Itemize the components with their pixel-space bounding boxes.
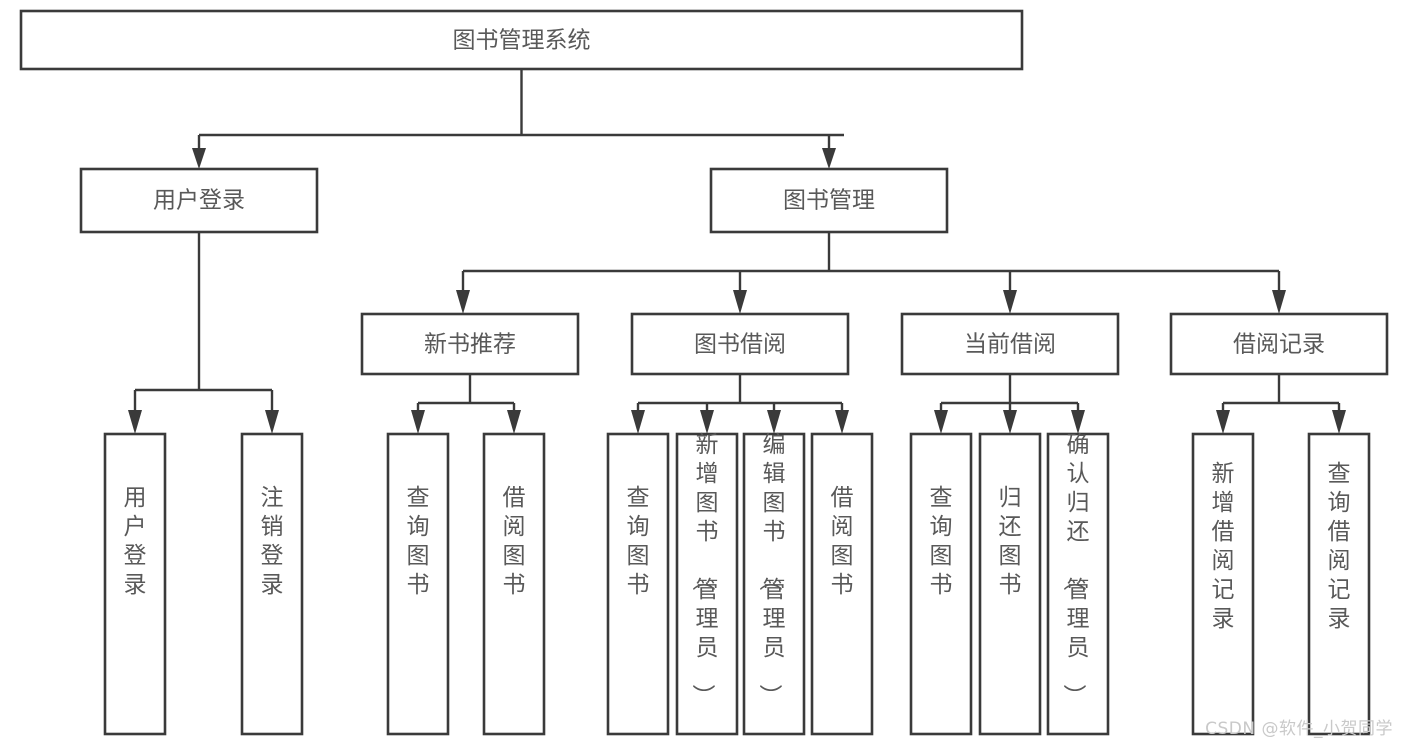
- leaf-current-borrow-confirm-label: 确认归还（管理员）: [1061, 432, 1090, 707]
- node-book-borrow-label: 图书借阅: [694, 332, 786, 358]
- node-user-login-box[interactable]: [79, 167, 319, 234]
- arrow-newbook-leaf-1: [411, 410, 425, 434]
- node-borrow-record-label: 借阅记录: [1233, 332, 1325, 358]
- arrow-userlogin-leaf-2: [265, 410, 279, 434]
- arrow-bookmgmt-to-current-borrow: [1003, 290, 1017, 314]
- node-borrow-record[interactable]: 借阅记录: [1169, 312, 1389, 376]
- leaf-current-borrow-return-label: 归还图书: [999, 485, 1022, 598]
- leaf-user-login-login[interactable]: 用户登录: [103, 432, 167, 736]
- leaf-book-borrow-edit-box[interactable]: [742, 432, 806, 736]
- leaf-new-book-borrow-box[interactable]: [482, 432, 546, 736]
- leaf-current-borrow-confirm-box[interactable]: [1046, 432, 1110, 736]
- arrow-root-to-user-login: [192, 148, 206, 169]
- node-book-borrow-box[interactable]: [630, 312, 850, 376]
- leaf-book-borrow-borrow-box[interactable]: [810, 432, 874, 736]
- leaf-borrow-record-add[interactable]: 新增借阅记录: [1191, 432, 1255, 736]
- node-new-book-recommend-label: 新书推荐: [424, 332, 516, 358]
- leaf-current-borrow-query[interactable]: 查询图书: [909, 432, 973, 736]
- node-root[interactable]: 图书管理系统: [19, 9, 1024, 71]
- node-new-book-recommend-box[interactable]: [360, 312, 580, 376]
- leaf-borrow-record-query[interactable]: 查询借阅记录: [1307, 432, 1371, 736]
- leaf-book-borrow-query-label: 查询图书: [627, 485, 650, 598]
- leaf-book-borrow-borrow[interactable]: 借阅图书: [810, 432, 874, 736]
- arrow-borrowrecord-leaf-2: [1332, 410, 1346, 434]
- node-current-borrow-box[interactable]: [900, 312, 1120, 376]
- node-book-management[interactable]: 图书管理: [709, 167, 949, 234]
- arrow-newbook-leaf-2: [507, 410, 521, 434]
- leaf-current-borrow-return[interactable]: 归还图书: [978, 432, 1042, 736]
- arrow-borrowrecord-leaf-1: [1216, 410, 1230, 434]
- leaf-book-borrow-borrow-label: 借阅图书: [831, 485, 854, 598]
- node-user-login[interactable]: 用户登录: [79, 167, 319, 234]
- node-borrow-record-box[interactable]: [1169, 312, 1389, 376]
- leaf-new-book-query[interactable]: 查询图书: [386, 432, 450, 736]
- node-root-label: 图书管理系统: [453, 28, 591, 54]
- leaf-book-borrow-edit-label: 编辑图书（管理员）: [757, 432, 786, 707]
- leaf-new-book-borrow[interactable]: 借阅图书: [482, 432, 546, 736]
- arrow-bookborrow-leaf-2: [700, 410, 714, 434]
- leaf-current-borrow-query-box[interactable]: [909, 432, 973, 736]
- leaf-book-borrow-add[interactable]: 新增图书（管理员）: [675, 432, 739, 736]
- node-current-borrow[interactable]: 当前借阅: [900, 312, 1120, 376]
- node-book-borrow[interactable]: 图书借阅: [630, 312, 850, 376]
- arrow-currentborrow-leaf-3: [1071, 410, 1085, 434]
- leaf-user-login-login-label: 用户登录: [124, 485, 147, 598]
- arrow-bookborrow-leaf-4: [835, 410, 849, 434]
- node-book-management-box[interactable]: [709, 167, 949, 234]
- leaf-borrow-record-query-label: 查询借阅记录: [1328, 461, 1351, 632]
- leaf-book-borrow-add-box[interactable]: [675, 432, 739, 736]
- leaf-borrow-record-add-box[interactable]: [1191, 432, 1255, 736]
- node-user-login-label: 用户登录: [153, 188, 245, 214]
- leaf-borrow-record-query-box[interactable]: [1307, 432, 1371, 736]
- arrow-bookmgmt-to-new-book: [456, 290, 470, 314]
- leaf-book-borrow-query[interactable]: 查询图书: [606, 432, 670, 736]
- leaf-borrow-record-add-label: 新增借阅记录: [1212, 461, 1235, 632]
- arrow-bookmgmt-to-book-borrow: [733, 290, 747, 314]
- arrow-bookborrow-leaf-3: [767, 410, 781, 434]
- leaf-current-borrow-query-label: 查询图书: [930, 485, 953, 598]
- node-current-borrow-label: 当前借阅: [964, 332, 1056, 358]
- node-new-book-recommend[interactable]: 新书推荐: [360, 312, 580, 376]
- leaf-book-borrow-edit[interactable]: 编辑图书（管理员）: [742, 432, 806, 736]
- leaf-user-login-login-box[interactable]: [103, 432, 167, 736]
- arrow-bookmgmt-to-borrow-record: [1272, 290, 1286, 314]
- arrow-root-to-book-mgmt: [822, 148, 836, 169]
- leaf-current-borrow-confirm[interactable]: 确认归还（管理员）: [1046, 432, 1110, 736]
- csdn-watermark: CSDN @软件_小贺同学: [1205, 719, 1393, 739]
- arrow-bookborrow-leaf-1: [631, 410, 645, 434]
- node-book-management-label: 图书管理: [783, 188, 875, 214]
- arrow-currentborrow-leaf-1: [934, 410, 948, 434]
- leaf-new-book-query-label: 查询图书: [407, 485, 430, 598]
- leaf-user-login-logout-label: 注销登录: [261, 485, 284, 598]
- arrow-userlogin-leaf-1: [128, 410, 142, 434]
- leaf-current-borrow-return-box[interactable]: [978, 432, 1042, 736]
- leaf-new-book-query-box[interactable]: [386, 432, 450, 736]
- leaf-user-login-logout-box[interactable]: [240, 432, 304, 736]
- leaf-book-borrow-query-box[interactable]: [606, 432, 670, 736]
- leaf-new-book-borrow-label: 借阅图书: [503, 485, 526, 598]
- leaf-user-login-logout[interactable]: 注销登录: [240, 432, 304, 736]
- node-root-box[interactable]: [19, 9, 1024, 71]
- leaf-book-borrow-add-label: 新增图书（管理员）: [690, 432, 719, 707]
- connector-layer: [128, 69, 1346, 434]
- arrow-currentborrow-leaf-2: [1003, 410, 1017, 434]
